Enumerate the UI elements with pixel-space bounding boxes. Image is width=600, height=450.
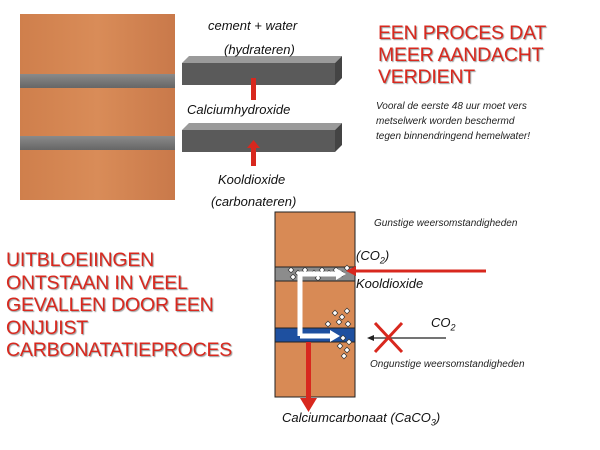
brick-wall-top: [20, 14, 175, 200]
label-gunstige: Gunstige weersomstandigheden: [374, 218, 518, 229]
heading-uitbloeiingen-line: UITBLOEIINGEN: [6, 249, 155, 271]
white-flow-arrows: [297, 268, 346, 342]
heading-proces: EEN PROCES DAT MEER AANDACHT VERDIENT: [378, 22, 546, 88]
co2-paren-sub: 2: [379, 255, 385, 266]
label-kooldioxide-top: Kooldioxide: [218, 172, 286, 187]
label-hydrateren: (hydrateren): [224, 42, 295, 57]
mortar-joint-2: [20, 136, 175, 150]
label-calciumcarbonaat: Calciumcarbonaat (CaCO3): [282, 410, 440, 428]
protection-note: Vooral de eerste 48 uur moet vers metsel…: [376, 99, 530, 144]
label-carbonateren: (carbonateren): [211, 194, 297, 209]
note-line: tegen binnendringend hemelwater!: [376, 131, 530, 142]
co2-blocked-sub: 2: [450, 322, 456, 333]
label-co2-paren: (CO2): [356, 248, 389, 266]
heading-proces-line: EEN PROCES DAT: [378, 22, 547, 44]
mortar-joint-1: [20, 74, 175, 88]
heading-uitbloeiingen: UITBLOEIINGEN ONTSTAAN IN VEEL GEVALLEN …: [6, 249, 232, 362]
co2-paren-open: (CO: [356, 248, 380, 263]
calciumcarbonaat-suffix: ): [435, 410, 441, 425]
label-kooldioxide-bottom: Kooldioxide: [356, 276, 424, 291]
co2-blocked-text: CO: [431, 315, 451, 330]
red-pin-1: [251, 78, 256, 100]
label-cement-water: cement + water: [208, 18, 298, 33]
red-arrow-up: [247, 140, 260, 166]
label-calciumhydroxide: Calciumhydroxide: [187, 102, 291, 117]
heading-uitbloeiingen-line: GEVALLEN DOOR EEN: [6, 294, 214, 316]
note-line: metselwerk worden beschermd: [376, 116, 515, 127]
heading-proces-line: MEER AANDACHT: [378, 44, 544, 66]
brick-cross-section: [274, 211, 356, 398]
heading-uitbloeiingen-line: ONTSTAAN IN VEEL: [6, 271, 188, 294]
co2-blocked-arrow: [367, 321, 446, 354]
calciumcarbonaat-sub: 3: [430, 417, 436, 428]
heading-uitbloeiingen-line: ONJUIST: [6, 316, 89, 339]
calciumcarbonaat-prefix: Calciumcarbonaat (CaCO: [282, 410, 431, 425]
co2-arrow-in: [346, 266, 486, 276]
heading-uitbloeiingen-line: CARBONATATIEPROCES: [6, 339, 233, 361]
note-line: Vooral de eerste 48 uur moet vers: [376, 101, 527, 112]
mortar-slab-2: [182, 123, 342, 152]
red-arrow-down: [300, 342, 317, 412]
label-ongunstige: Ongunstige weersomstandigheden: [370, 359, 525, 370]
heading-proces-line: VERDIENT: [378, 66, 475, 88]
label-co2-blocked: CO2: [431, 315, 456, 333]
mortar-slab-1: [182, 56, 342, 85]
co2-paren-close: ): [384, 248, 390, 263]
